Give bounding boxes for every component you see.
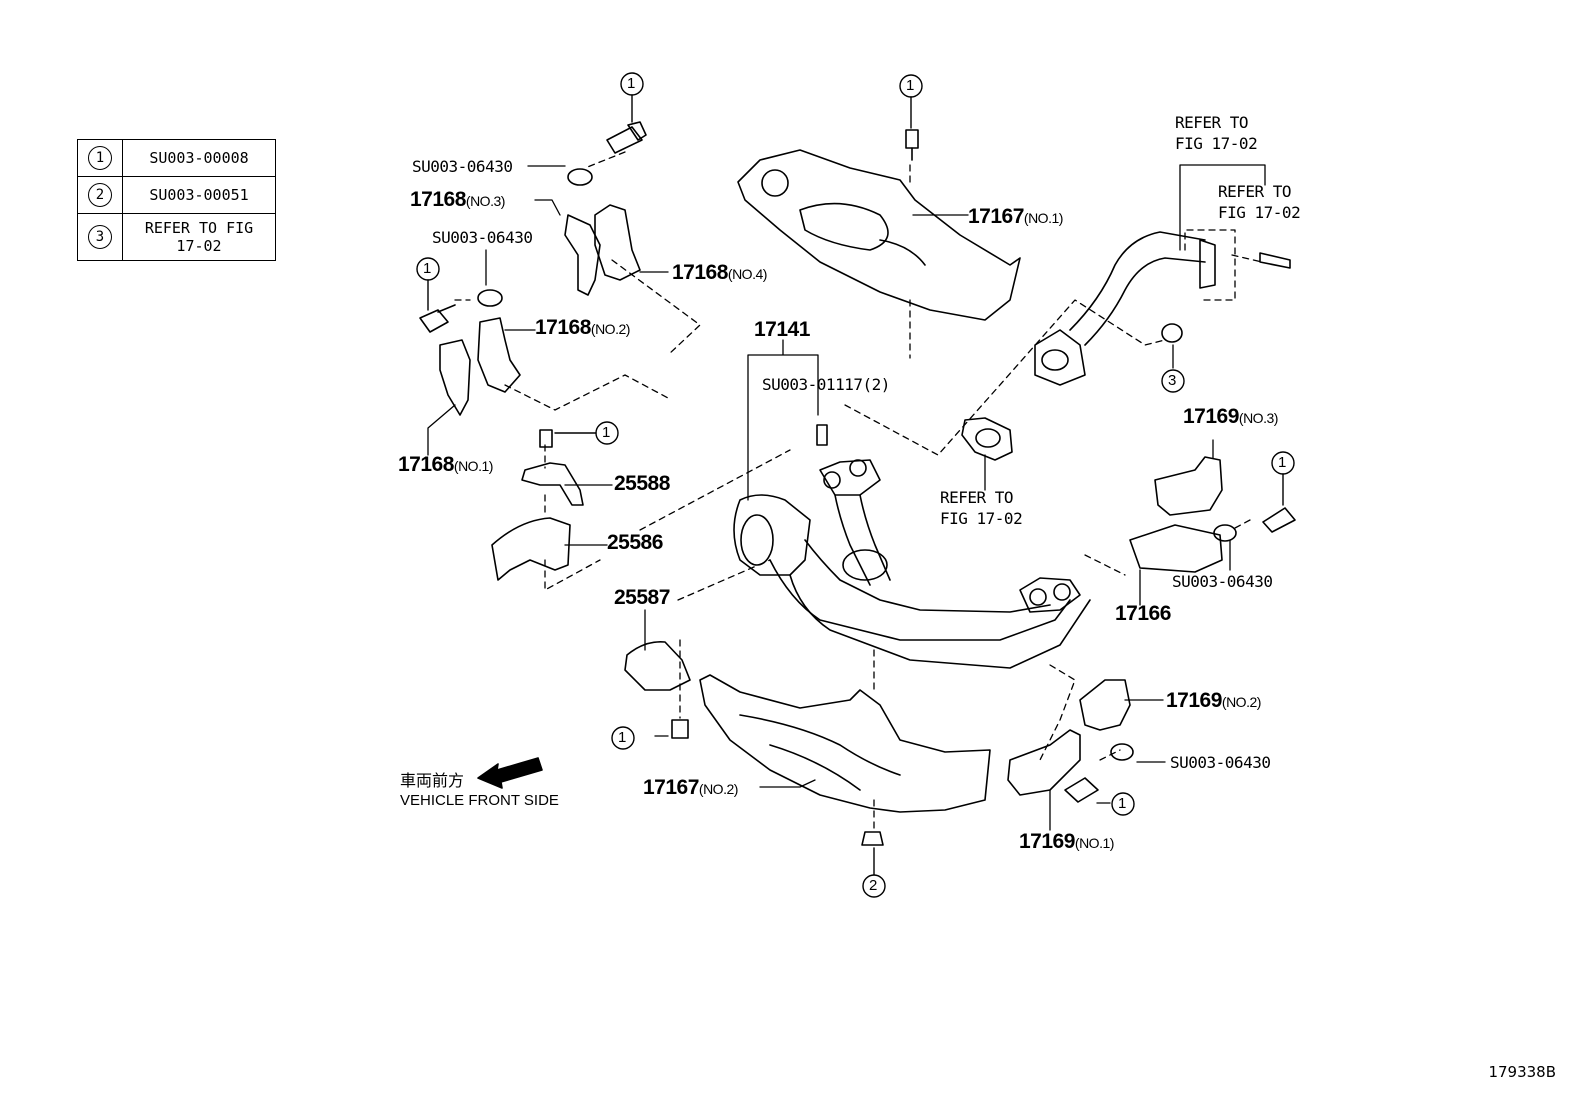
fasteners (419, 121, 1296, 846)
legend-row: 1 SU003-00008 (77, 139, 276, 177)
part-17167-no1: 17167(NO.1) (968, 205, 1063, 229)
part-17168-no2: 17168(NO.2) (535, 316, 630, 340)
callout-label: 1 (618, 729, 627, 746)
part-sub: (NO.1) (1074, 835, 1115, 851)
part-sub: (NO.2) (1221, 694, 1262, 710)
part-number: 17167 (968, 205, 1024, 228)
code-su06430: SU003-06430 (412, 157, 513, 176)
part-number: 17168 (672, 261, 728, 284)
part-number: 17169 (1166, 689, 1222, 712)
refer-to-fig: FIG 17-02 (1218, 203, 1301, 222)
callout-label: 1 (1278, 454, 1287, 471)
callout-label: 2 (869, 877, 878, 894)
part-number: 17168 (410, 188, 466, 211)
legend-text: SU003-00051 (122, 176, 276, 214)
part-sub: (NO.1) (1023, 210, 1064, 226)
legend-callout: 1 (88, 146, 112, 170)
heat-insulators-17168 (439, 204, 641, 416)
rear-pipe (1034, 231, 1291, 386)
legend-row: 3 REFER TO FIG 17-02 (77, 213, 276, 261)
part-17167-no2: 17167(NO.2) (643, 776, 738, 800)
legend-text: REFER TO FIG 17-02 (122, 213, 276, 261)
legend-callout: 3 (88, 225, 112, 249)
part-17168-no1: 17168(NO.1) (398, 453, 493, 477)
legend-text: SU003-00008 (122, 139, 276, 177)
part-sub: (NO.4) (727, 266, 768, 282)
part-17168-no4: 17168(NO.4) (672, 261, 767, 285)
part-sub: (NO.2) (698, 781, 739, 797)
vehicle-front-jp: 車両前方 (400, 773, 465, 790)
part-17169-no3: 17169(NO.3) (1183, 405, 1278, 429)
refer-to-label: REFER TO (940, 488, 1014, 507)
part-number: 17167 (643, 776, 699, 799)
callout-label: 1 (423, 260, 432, 277)
code-su01117: SU003-01117(2) (762, 375, 890, 394)
code-su06430: SU003-06430 (432, 228, 533, 247)
refer-to-label: REFER TO (1175, 113, 1249, 132)
code-su06430: SU003-06430 (1170, 753, 1271, 772)
part-17166: 17166 (1115, 602, 1171, 625)
figure-id: 179338B (1488, 1063, 1556, 1081)
part-25587: 25587 (614, 586, 670, 609)
assembly-dashed-lines (454, 151, 1263, 831)
part-number: 17169 (1019, 830, 1075, 853)
heat-insulator-no2 (699, 674, 991, 813)
part-sub: (NO.3) (1238, 410, 1279, 426)
legend-callout: 2 (88, 183, 112, 207)
gasket (961, 417, 1013, 461)
legend-row: 2 SU003-00051 (77, 176, 276, 214)
part-25588: 25588 (614, 472, 670, 495)
leader-lines (427, 164, 1266, 831)
part-number: 17169 (1183, 405, 1239, 428)
callout-label: 1 (602, 424, 611, 441)
front-arrow (477, 757, 543, 789)
part-25586: 25586 (607, 531, 663, 554)
legend-table: 1 SU003-00008 2 SU003-00051 3 REFER TO F… (77, 139, 276, 261)
part-17141: 17141 (754, 318, 810, 341)
part-sub: (NO.2) (590, 321, 631, 337)
refer-to-fig: FIG 17-02 (1175, 134, 1258, 153)
part-number: 17168 (535, 316, 591, 339)
callout-label: 1 (627, 75, 636, 92)
part-sub: (NO.3) (465, 193, 506, 209)
heat-insulators-17169 (1007, 456, 1223, 796)
refer-to-fig: FIG 17-02 (940, 509, 1023, 528)
callout-circles (416, 72, 1295, 898)
part-17169-no1: 17169(NO.1) (1019, 830, 1114, 854)
callout-label: 3 (1168, 372, 1177, 389)
brackets-2558x (491, 462, 691, 691)
part-number: 17168 (398, 453, 454, 476)
refer-to-label: REFER TO (1218, 182, 1292, 201)
part-sub: (NO.1) (453, 458, 494, 474)
part-17168-no3: 17168(NO.3) (410, 188, 505, 212)
code-su06430: SU003-06430 (1172, 572, 1273, 591)
callout-label: 1 (906, 77, 915, 94)
callout-label: 1 (1118, 795, 1127, 812)
heat-insulator-no1 (737, 149, 1021, 321)
exhaust-front-pipe (733, 459, 1091, 669)
vehicle-front-en: VEHICLE FRONT SIDE (400, 792, 559, 809)
part-17169-no2: 17169(NO.2) (1166, 689, 1261, 713)
